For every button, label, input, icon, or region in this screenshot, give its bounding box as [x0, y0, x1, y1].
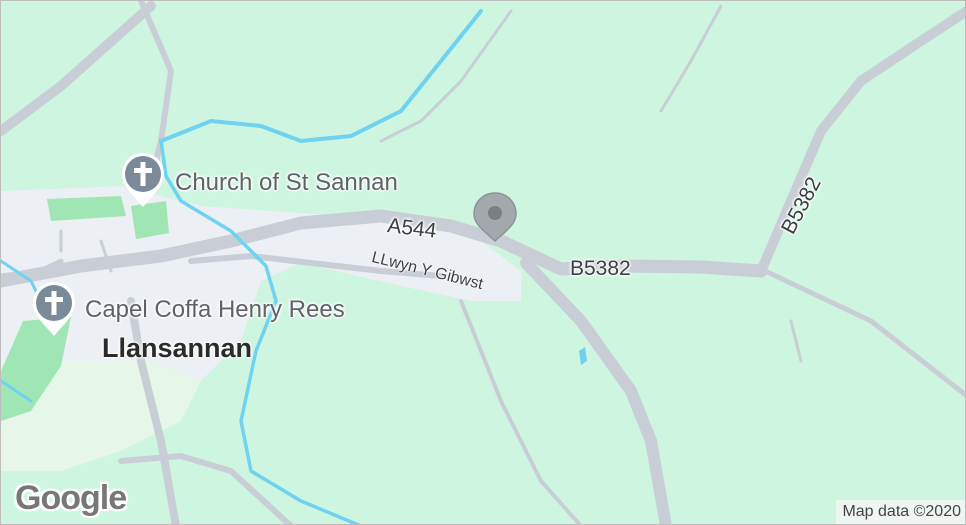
pond: [579, 347, 587, 365]
green-area: [1, 317, 71, 421]
town-area: [1, 186, 521, 381]
green-area: [131, 201, 169, 239]
green-area: [47, 196, 126, 221]
rivers: [1, 9, 483, 524]
road-b5382-ne: [756, 6, 965, 276]
church-of-st-sannan-label[interactable]: Church of St Sannan: [175, 169, 398, 196]
church-cross-icon[interactable]: [30, 280, 78, 338]
town-label: Llansannan: [102, 333, 253, 363]
road-a544: [1, 209, 768, 288]
road-south: [520, 257, 672, 524]
road-label-b5382: B5382: [570, 257, 631, 280]
capel-coffa-henry-rees-label[interactable]: Capel Coffa Henry Rees: [85, 296, 345, 323]
google-logo[interactable]: Google: [15, 479, 127, 517]
map-pin-icon[interactable]: [468, 191, 522, 243]
map-attribution[interactable]: Map data ©2020: [836, 500, 965, 524]
church-cross-icon[interactable]: [119, 151, 167, 209]
